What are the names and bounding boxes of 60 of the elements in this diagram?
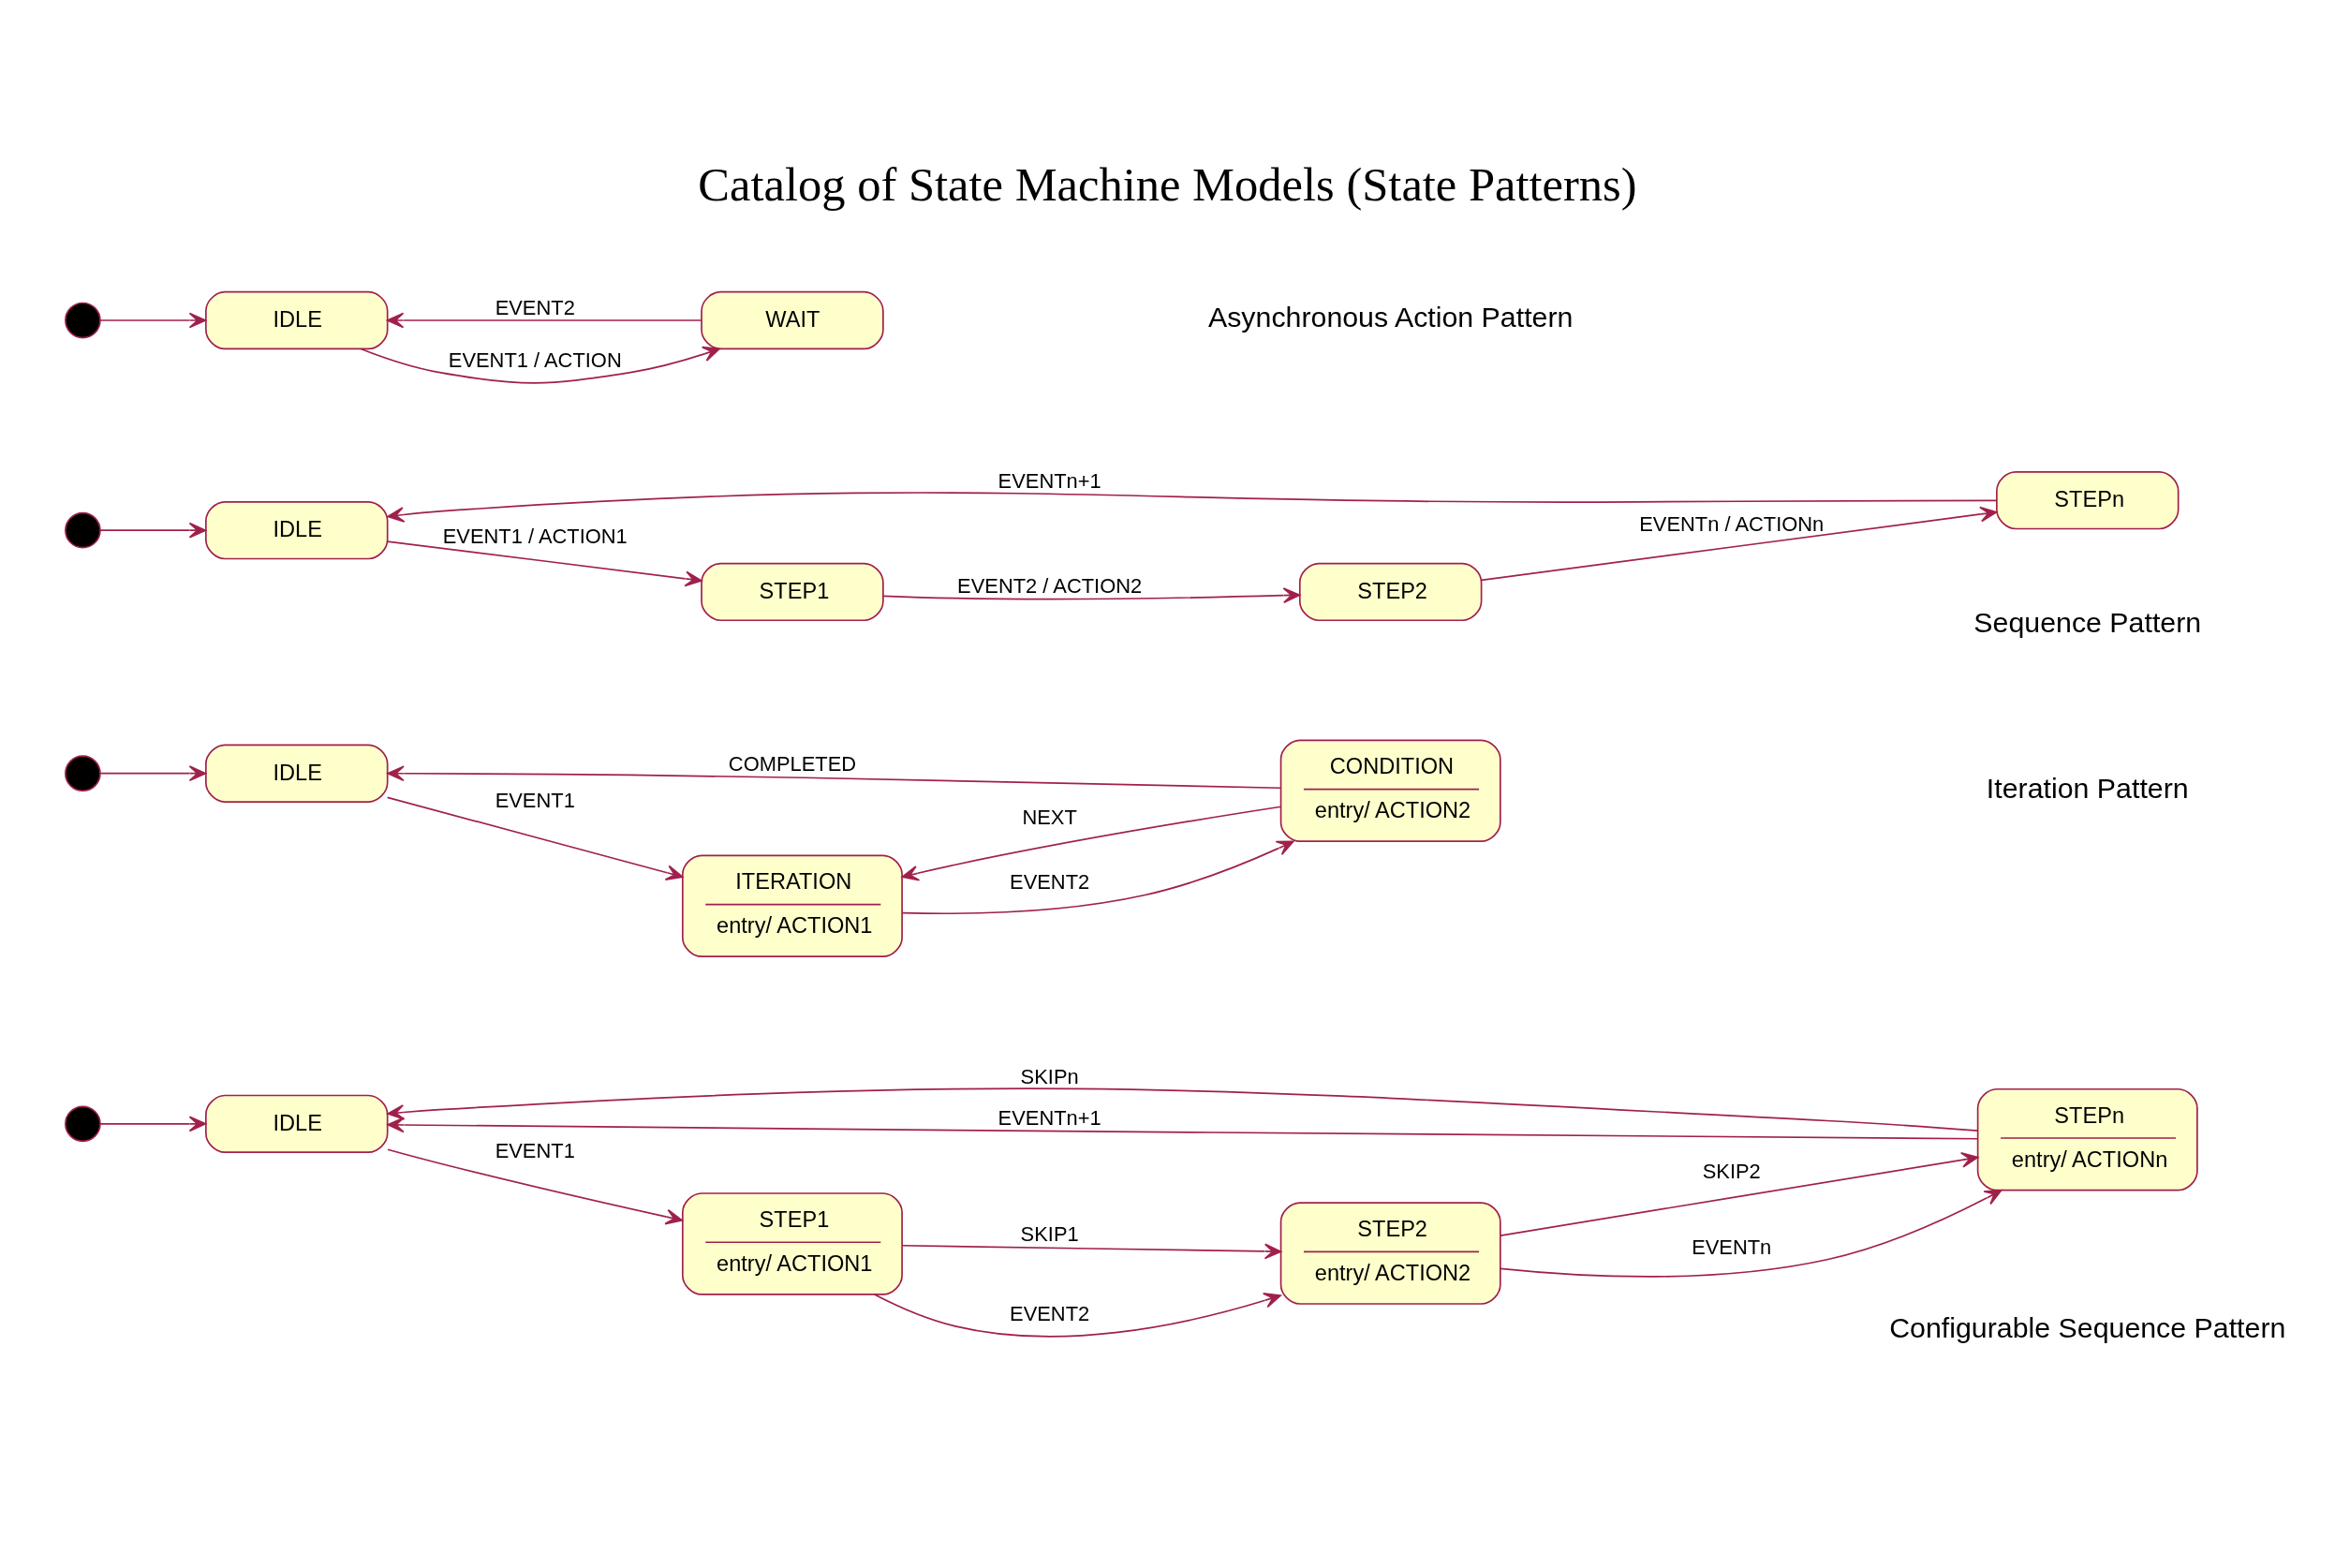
arrow xyxy=(387,491,1998,523)
edge-label: EVENT2 / ACTION2 xyxy=(957,573,1143,598)
node-circle xyxy=(65,754,101,791)
arrow xyxy=(99,1115,207,1132)
node-box: STEP1 xyxy=(701,562,884,621)
edge-label: COMPLETED xyxy=(728,751,857,776)
node-box: STEP2 entry/ ACTION2 xyxy=(1279,1201,1501,1305)
edge-label: EVENTn / ACTIONn xyxy=(1639,511,1825,536)
node-box: STEP1 entry/ ACTION1 xyxy=(682,1191,903,1295)
edge-label: EVENT1 / ACTION1 xyxy=(442,524,628,548)
node-box: IDLE xyxy=(205,290,389,349)
edge-label: EVENT1 xyxy=(495,1138,575,1162)
node-box: WAIT xyxy=(701,290,884,349)
edge-label: EVENTn xyxy=(1692,1235,1772,1259)
label: Iteration Pattern xyxy=(1986,772,2189,804)
edge-label: EVENT2 xyxy=(1010,869,1090,894)
edge-label: SKIP2 xyxy=(1702,1159,1761,1183)
arrow xyxy=(1480,506,1998,581)
node-circle xyxy=(65,302,101,338)
diagram-title: Catalog of State Machine Models (State Patterns) xyxy=(698,157,1637,211)
arrow xyxy=(882,586,1301,603)
edge-label: EVENT2 xyxy=(1010,1301,1090,1324)
label: Sequence Pattern xyxy=(1973,606,2202,638)
arrow xyxy=(386,540,702,586)
arrow xyxy=(387,1117,1979,1140)
edge-label: EVENTn+1 xyxy=(998,468,1101,493)
edge-label: EVENT2 xyxy=(495,295,575,319)
arrow xyxy=(1500,1189,2002,1278)
label: Configurable Sequence Pattern xyxy=(1889,1311,2286,1343)
arrow xyxy=(387,1087,1979,1132)
edge-label: SKIP1 xyxy=(1020,1221,1079,1246)
node-box: STEPn entry/ ACTIONn xyxy=(1976,1087,2198,1191)
label: Asynchronous Action Pattern xyxy=(1207,301,1574,333)
node-circle xyxy=(65,511,101,549)
node-box: CONDITION entry/ ACTION2 xyxy=(1279,738,1501,842)
arrow xyxy=(873,1292,1281,1338)
arrow xyxy=(901,1243,1282,1259)
arrow xyxy=(360,346,720,384)
node-circle xyxy=(65,1104,101,1142)
edge-label: SKIPn xyxy=(1020,1064,1079,1088)
arrow xyxy=(387,764,1281,789)
edge-label: EVENT1 xyxy=(495,788,575,812)
edge-label: EVENTn+1 xyxy=(998,1105,1101,1130)
node-box: STEPn xyxy=(1996,470,2180,529)
arrow xyxy=(901,805,1282,881)
edge-label: EVENT1 / ACTION xyxy=(448,348,622,372)
node-box: IDLE xyxy=(205,500,389,559)
arrow xyxy=(387,1147,684,1224)
node-box: IDLE xyxy=(205,744,389,803)
arrow xyxy=(386,796,684,880)
arrow xyxy=(99,522,207,539)
node-box: STEP2 xyxy=(1298,562,1483,621)
arrow xyxy=(99,312,207,328)
arrow xyxy=(1500,1151,1979,1236)
arrow xyxy=(902,840,1294,914)
node-box: ITERATION entry/ ACTION1 xyxy=(682,854,903,957)
node-box: IDLE xyxy=(205,1094,389,1153)
arrow xyxy=(386,312,702,328)
arrow xyxy=(99,764,207,781)
edge-label: NEXT xyxy=(1022,805,1077,829)
